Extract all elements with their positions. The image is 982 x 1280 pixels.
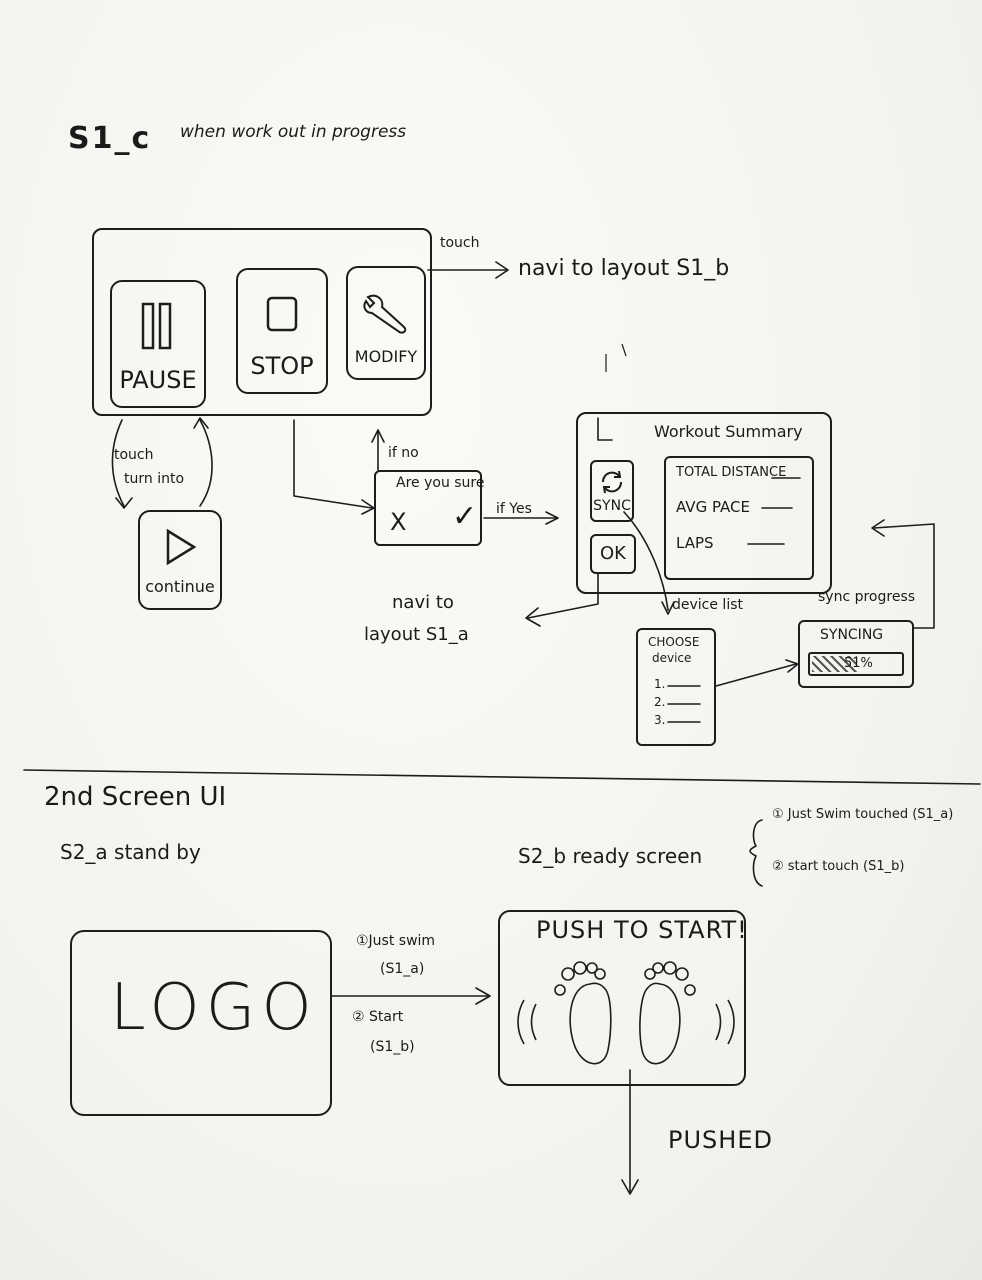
summary-stats-box [664, 456, 814, 580]
touch-label: touch [440, 235, 480, 251]
yes-button[interactable]: ✓ [452, 499, 478, 534]
confirm-question: Are you sure [396, 475, 485, 491]
device-item-3[interactable]: 3. [654, 713, 666, 727]
push-to-start-label: PUSH TO START! [536, 916, 748, 944]
syncing-label: SYNCING [820, 627, 884, 643]
modify-label: MODIFY [354, 347, 418, 366]
if-yes-label: if Yes [496, 501, 532, 517]
s1c-caption: when work out in progress [180, 122, 407, 142]
workout-panel [92, 228, 432, 416]
touch-note: touch [114, 447, 154, 463]
confirm-dialog [374, 470, 482, 546]
pause-button[interactable]: PAUSE [110, 280, 206, 408]
workout-summary-panel [576, 412, 832, 594]
sync-label: SYNC [593, 498, 631, 514]
choose-device-panel [636, 628, 716, 746]
section2-title: 2nd Screen UI [44, 782, 227, 812]
sync-progress-fill [812, 656, 857, 672]
sync-progress-panel [798, 620, 914, 688]
refresh-icon [601, 470, 623, 494]
device-item-2[interactable]: 2. [654, 695, 666, 709]
s2b-label: S2_b ready screen [518, 844, 703, 868]
continue-label: continue [145, 577, 215, 596]
logo-screen [70, 930, 332, 1116]
ready-note-2: ② start touch (S1_b) [772, 859, 905, 874]
turn-into-note: turn into [124, 471, 185, 487]
if-no-label: if no [388, 445, 419, 461]
pause-icon [141, 302, 172, 350]
stop-icon [266, 296, 298, 332]
no-button[interactable]: X [390, 508, 407, 536]
arrow-note-s1b: (S1_b) [370, 1039, 415, 1055]
modify-button[interactable]: MODIFY [346, 266, 426, 380]
laps-label: LAPS [676, 534, 714, 552]
device-label: device [652, 651, 692, 665]
summary-title: Workout Summary [654, 422, 803, 441]
sync-button[interactable]: SYNC [590, 460, 634, 522]
s2a-label: S2_a stand by [60, 840, 201, 864]
navi-s1a-line1: navi to [392, 592, 454, 613]
stop-label: STOP [250, 352, 314, 380]
logo: LOGO [110, 971, 318, 1045]
sync-progress-label: sync progress [818, 589, 916, 605]
navi-s1a-line2: layout S1_a [364, 624, 469, 645]
sync-percent: 51% [844, 656, 873, 671]
ok-button[interactable]: OK [590, 534, 636, 574]
ready-screen[interactable] [498, 910, 746, 1086]
device-list-label: device list [672, 597, 743, 613]
footprints-icon [517, 961, 735, 1065]
avg-pace-label: AVG PACE [676, 498, 750, 516]
stop-button[interactable]: STOP [236, 268, 328, 394]
arrow-note-start: ② Start [352, 1009, 404, 1025]
s1c-title: S1_c [68, 121, 152, 156]
wrench-icon [363, 294, 407, 334]
navi-s1b-text: navi to layout S1_b [518, 256, 730, 281]
device-item-1[interactable]: 1. [654, 677, 666, 691]
ready-note-1: ① Just Swim touched (S1_a) [772, 807, 954, 822]
pause-label: PAUSE [119, 366, 197, 394]
pushed-label: PUSHED [668, 1126, 773, 1154]
total-distance-label: TOTAL DISTANCE [676, 465, 787, 480]
arrow-note-s1a: (S1_a) [380, 961, 425, 977]
arrow-note-just-swim: ①Just swim [356, 933, 436, 949]
ok-label: OK [600, 543, 626, 564]
choose-label: CHOOSE [648, 635, 700, 649]
continue-button[interactable]: continue [138, 510, 222, 610]
sync-progress-bar [808, 652, 904, 676]
play-icon [166, 528, 197, 566]
